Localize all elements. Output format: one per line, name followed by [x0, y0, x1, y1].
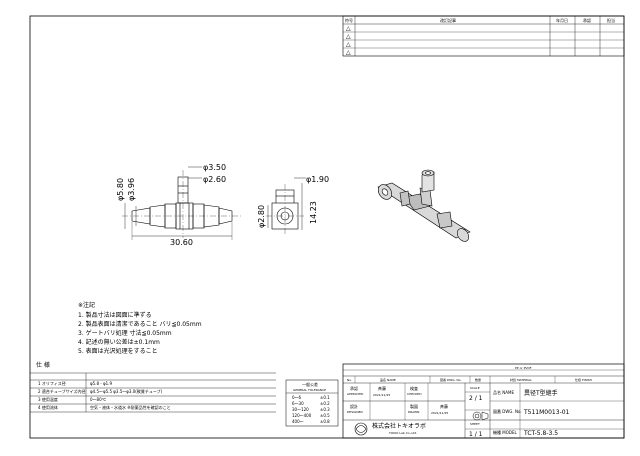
tb-header-name: 品名 NAME [380, 377, 396, 382]
rev-row-symbol-3: △ [346, 41, 351, 48]
tb-header-material: 材質 MATERIAL [510, 377, 532, 382]
tol-range-2: 6〜30 [292, 401, 304, 406]
material-value: PP or PVDF [515, 366, 532, 370]
note-2: 2. 製品表面は清潔であること バリ≦0.05mm [78, 320, 202, 328]
tol-value-1: ±0.1 [320, 395, 330, 400]
dim-d580: φ5.80 [116, 178, 125, 201]
note-3: 3. ゲートバリ処理 寸法≦0.05mm [78, 329, 172, 337]
note-4: 4. 記述の無い公差は±0.1mm [78, 338, 160, 346]
checked-label: 検査 [410, 385, 418, 391]
dim-d280: φ2.80 [257, 205, 266, 228]
dim-d350: φ3.50 [203, 163, 226, 172]
rev-header-content: 改訂記事 [440, 17, 456, 23]
spec-value-2: φ4.5〜φ5.5 φ3.5〜φ3.0(軟質チューブ) [90, 388, 163, 394]
spec-label-4: 4 使用流体 [38, 404, 58, 410]
rev-header-approve: 承認 [583, 17, 591, 23]
projection-symbol-icon [472, 411, 489, 421]
approved-sub: APPROVED [347, 392, 364, 396]
rev-header-symbol: 符号 [345, 17, 353, 23]
dim-d1423: 14.23 [309, 201, 318, 224]
spec-value-4: 空気・液体・水道水 ※耐薬品性を確認のこと [90, 404, 171, 410]
spec-label-2: 2 適合チューブサイズ内径 [38, 388, 85, 394]
note-5: 5. 表面は光沢処理をすること [78, 347, 158, 355]
tb-header-finish: 仕様 FINISH [575, 377, 592, 382]
designed-sub: DESIGNED [347, 410, 363, 414]
designed-label: 設計 [350, 403, 358, 409]
sheet-value: 1 / 1 [469, 431, 483, 438]
revision-table: 符号 改訂記事 年月日 承認 担当 △ △ △ △ [342, 15, 625, 57]
tolerance-title: 一般公差 [302, 381, 318, 387]
model-label: 機種 MODEL [493, 429, 517, 435]
spec-table: 仕 様 1 オリフィス径 φ5.8 - φ1.9 2 適合チューブサイズ内径 φ… [30, 361, 276, 413]
tb-header-no: No. [347, 378, 352, 382]
note-1: 1. 製品寸法は図面に準ずる [78, 311, 152, 319]
checked-sub: CHECKED [407, 392, 422, 396]
isometric-view [377, 169, 471, 242]
notes-title: ※注記 [78, 301, 95, 309]
spec-title: 仕 様 [36, 361, 50, 369]
tol-range-3: 30〜120 [292, 407, 309, 412]
rev-header-charge: 担当 [607, 17, 615, 23]
outer-frame [29, 15, 625, 439]
sheet-label: SHEET [470, 422, 480, 426]
author-2: 斉藤 [440, 403, 448, 409]
side-view [266, 177, 306, 236]
name-label: 品名 NAME [493, 389, 514, 395]
tol-value-2: ±0.2 [320, 401, 330, 406]
dim-d260: φ2.60 [203, 175, 226, 184]
dim-d396: φ3.96 [127, 178, 136, 201]
scale-label: SCALE [470, 386, 480, 390]
rev-row-symbol-2: △ [346, 33, 351, 40]
title-block: PP or PVDF No. 品名 NAME 図番 DWG. No. 数量 材質… [342, 363, 625, 439]
model-value: TCT-5.8-3.5 [523, 430, 558, 437]
name-value: 異径T型継手 [524, 389, 558, 397]
author-1: 斉藤 [378, 385, 386, 391]
approved-label: 承認 [350, 385, 358, 391]
notes: ※注記 1. 製品寸法は図面に準ずる 2. 製品表面は清潔であること バリ≦0.… [78, 301, 202, 355]
spec-label-1: 1 オリフィス径 [38, 380, 66, 386]
company-name-en: TOKIO Lab Co.,Ltd. [388, 431, 417, 435]
tol-value-4: ±0.5 [320, 413, 330, 418]
front-view [122, 166, 242, 240]
tb-header-qty: 数量 [475, 377, 481, 382]
scale-value: 2 / 1 [469, 395, 483, 402]
tol-value-5: ±0.8 [320, 419, 330, 424]
spec-value-3: 0〜80℃ [90, 397, 107, 402]
dim-d190: φ1.90 [306, 175, 329, 184]
rev-row-symbol-1: △ [346, 25, 351, 32]
dwg-value: T511M0013-01 [523, 409, 570, 416]
tol-value-3: ±0.3 [320, 407, 330, 412]
date-2: 2021/11/25 [431, 411, 448, 415]
rev-header-date: 年月日 [556, 17, 568, 23]
drawn-label: 製図 [410, 403, 418, 409]
tol-range-1: 0〜6 [292, 395, 302, 400]
company-name-jp: 株式会社トキオラボ [372, 422, 426, 430]
tolerance-table: 一般公差 GENERAL TOLERANCE 0〜6 ±0.1 6〜30 ±0.… [285, 379, 339, 427]
spec-label-3: 3 使用温度 [38, 396, 58, 402]
tol-range-4: 120〜400 [292, 413, 312, 418]
tol-range-5: 400〜 [292, 419, 304, 424]
date-1: 2021/11/25 [373, 393, 390, 397]
spec-value-1: φ5.8 - φ1.9 [90, 381, 112, 386]
tolerance-subtitle: GENERAL TOLERANCE [293, 388, 326, 392]
dwg-label: 図番 DWG. No. [493, 408, 522, 414]
rev-row-symbol-4: △ [346, 49, 351, 56]
tb-header-dwg: 図番 DWG. No. [440, 377, 461, 382]
drawn-sub: DRAWN [408, 410, 419, 414]
company-logo-icon [354, 422, 368, 436]
dim-d3060: 30.60 [170, 238, 193, 247]
